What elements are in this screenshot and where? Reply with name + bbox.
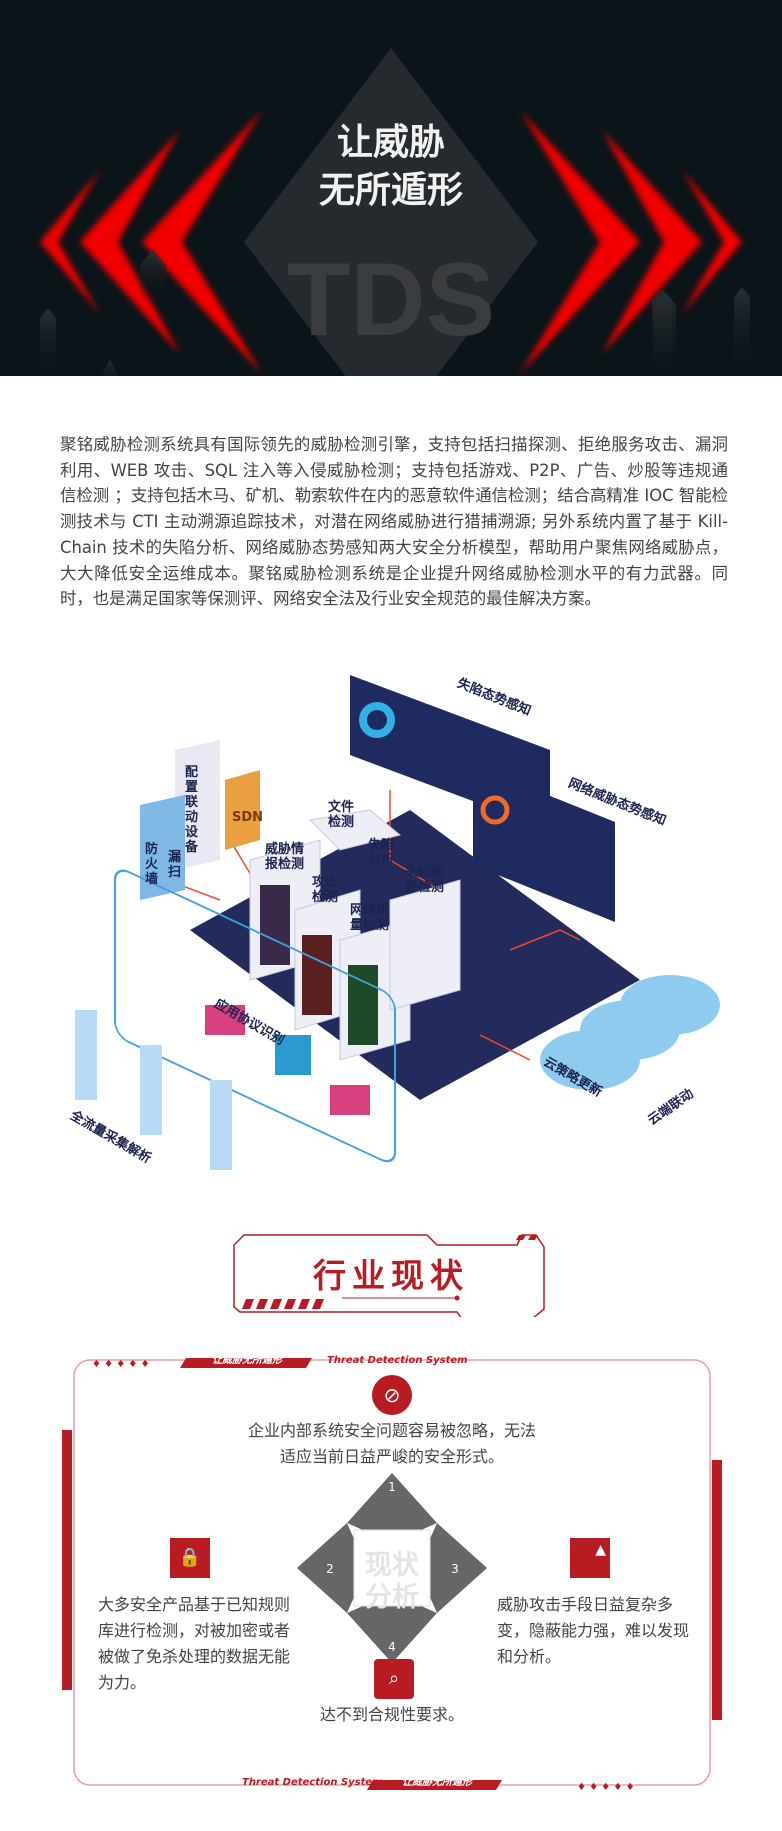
label-scan: 漏扫 xyxy=(168,850,182,880)
label-attack: 攻击检测 xyxy=(312,875,339,905)
label-file-detect: 文件检测 xyxy=(328,800,355,830)
card-frame: ♦ ♦ ♦ ♦ ♦ ♦ ♦ ♦ ♦ ♦ xyxy=(62,1358,722,1793)
band-cn-top: 让威胁无所遁形 xyxy=(212,1355,282,1366)
section-title: 行业现状 xyxy=(313,1256,469,1295)
warning-document-icon: ▲ xyxy=(570,1538,610,1578)
intro-paragraph: 聚铭威胁检测系统具有国际领先的威胁检测引擎，支持包括扫描探测、拒绝服务攻击、漏洞… xyxy=(60,435,728,609)
item-2-text: 大多安全产品基于已知规则库进行检测，对被加密或者被做了免杀处理的数据无能为力。 xyxy=(98,1595,291,1692)
search-document-icon: ⌕ xyxy=(374,1659,414,1699)
band-en-bottom: Threat Detection System xyxy=(242,1777,383,1788)
hero-title-line1: 让威胁 xyxy=(336,122,445,163)
label-firewall: 防火墙 xyxy=(145,842,159,887)
section-frame xyxy=(233,1234,545,1320)
label-sdn: SDN xyxy=(232,810,264,825)
label-compromise: 失陷分析 xyxy=(368,838,395,868)
hero-banner: 让威胁 无所遁形 TDS xyxy=(0,0,782,376)
item-1-text: 企业内部系统安全问题容易被忽略，无法适应当前日益严峻的安全形式。 xyxy=(247,1421,536,1466)
diagram-graphic xyxy=(75,675,720,1170)
band-en-top: Threat Detection System xyxy=(327,1355,468,1366)
svg-text:♦ ♦ ♦ ♦ ♦: ♦ ♦ ♦ ♦ ♦ xyxy=(92,1359,150,1370)
eye-off-icon: ⊘ xyxy=(372,1375,412,1415)
band-cn-bottom: 让威胁无所遁形 xyxy=(402,1777,472,1788)
label-threat-intel: 威胁情报检测 xyxy=(265,842,305,872)
center-label: 现状分析 xyxy=(365,1550,419,1613)
center-diamonds xyxy=(297,1473,487,1663)
diamond-1: 1 xyxy=(388,1480,396,1494)
hero-title-line2: 无所遁形 xyxy=(318,170,463,211)
diamond-2: 2 xyxy=(326,1562,334,1576)
diamond-4: 4 xyxy=(388,1640,396,1654)
label-config-device: 配置联动设备 xyxy=(185,765,199,855)
diamond-3: 3 xyxy=(451,1562,459,1576)
architecture-diagram: 失陷态势感知 网络威胁态势感知 配置联动设备 防火墙 漏扫 SDN 文件检测 威… xyxy=(60,660,730,1180)
hero-graphic xyxy=(40,48,750,376)
item-4-text: 达不到合规性要求。 xyxy=(319,1705,464,1724)
svg-text:♦ ♦ ♦ ♦ ♦: ♦ ♦ ♦ ♦ ♦ xyxy=(577,1782,635,1793)
label-netquality: 网络质量检测 xyxy=(350,903,390,933)
locked-folder-icon: 🔒 xyxy=(170,1538,210,1578)
status-card: ♦ ♦ ♦ ♦ ♦ ♦ ♦ ♦ ♦ ♦ 让威胁无所遁形 Threat Detect… xyxy=(62,1350,722,1800)
label-unknown: 未知威胁检测 xyxy=(405,865,445,895)
item-3-text: 威胁攻击手段日益复杂多变，隐蔽能力强，难以发现和分析。 xyxy=(497,1595,690,1666)
section-header: 行业现状 xyxy=(232,1227,550,1320)
hero-brand: TDS xyxy=(287,242,495,358)
